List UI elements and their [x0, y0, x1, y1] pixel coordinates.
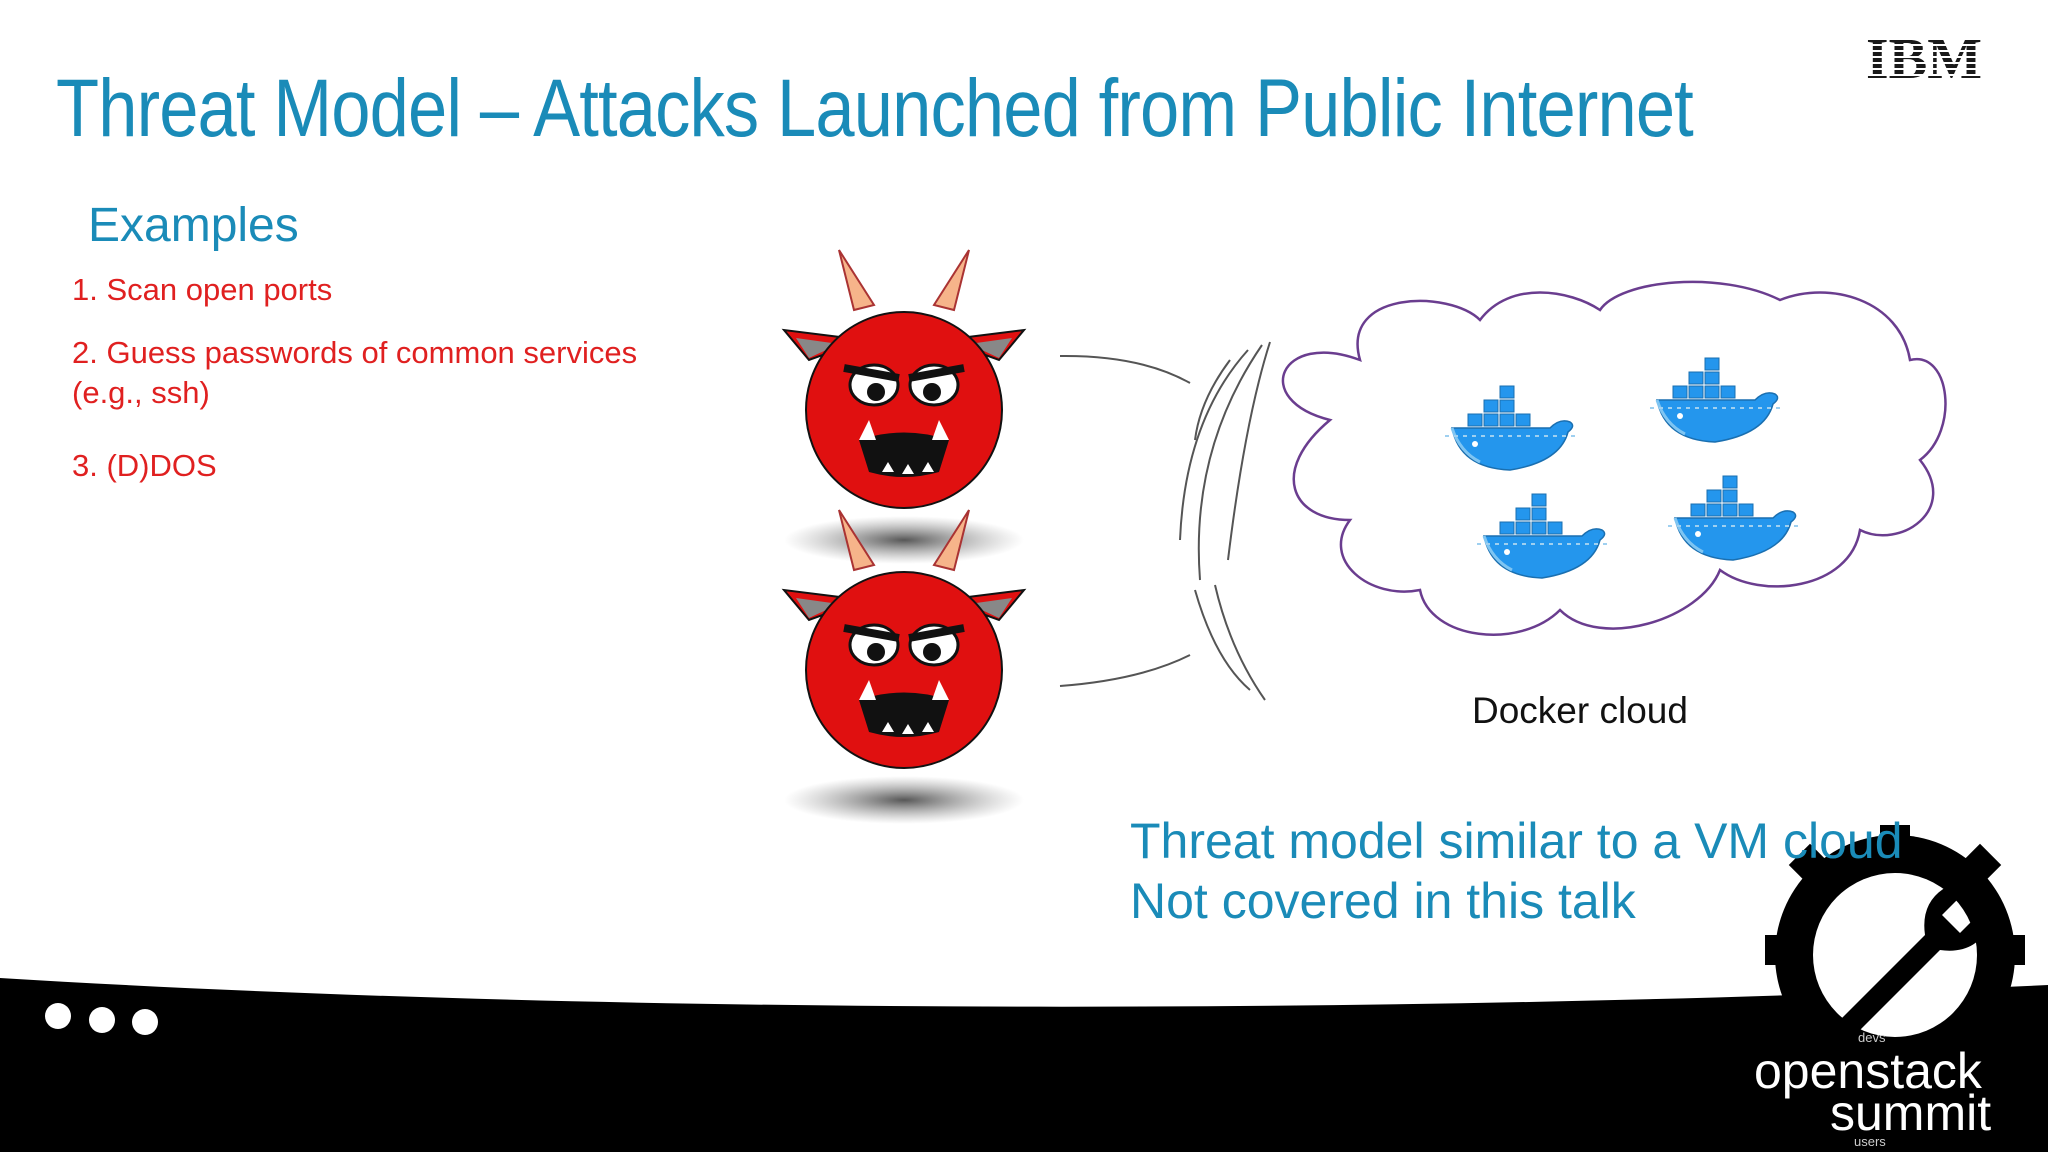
- summit-logo-users: users: [1854, 1134, 1886, 1148]
- example-item-1: 1. Scan open ports: [72, 272, 333, 307]
- dots-icon: [45, 1003, 158, 1035]
- examples-heading: Examples: [88, 199, 299, 252]
- devil-icon: [784, 250, 1024, 564]
- example-item-2: 2. Guess passwords of common services: [72, 335, 638, 370]
- summit-logo-line2: summit: [1830, 1085, 1991, 1141]
- note-line-2: Not covered in this talk: [1130, 873, 1636, 929]
- docker-cloud-caption: Docker cloud: [1472, 690, 1688, 731]
- summit-logo-line1: openstack: [1754, 1043, 1983, 1099]
- attack-signal-lines: [1059, 341, 1271, 701]
- gear-wrench-icon: [1765, 825, 2025, 1075]
- cloud-icon: [1281, 280, 1947, 636]
- example-item-2-detail: (e.g., ssh): [72, 375, 210, 410]
- ibm-logo: IBM: [1866, 28, 1982, 84]
- summit-logo-devs: devs: [1858, 1030, 1886, 1045]
- bottom-band: [0, 978, 2048, 1152]
- example-item-3: 3. (D)DOS: [72, 448, 217, 483]
- slide-title: Threat Model – Attacks Launched from Pub…: [56, 63, 1694, 154]
- ibm-logo-text: IBM: [1866, 28, 1982, 84]
- openstack-summit-logo: devs openstack summit users: [1754, 1030, 1991, 1148]
- note-line-1: Threat model similar to a VM cloud: [1130, 813, 1903, 869]
